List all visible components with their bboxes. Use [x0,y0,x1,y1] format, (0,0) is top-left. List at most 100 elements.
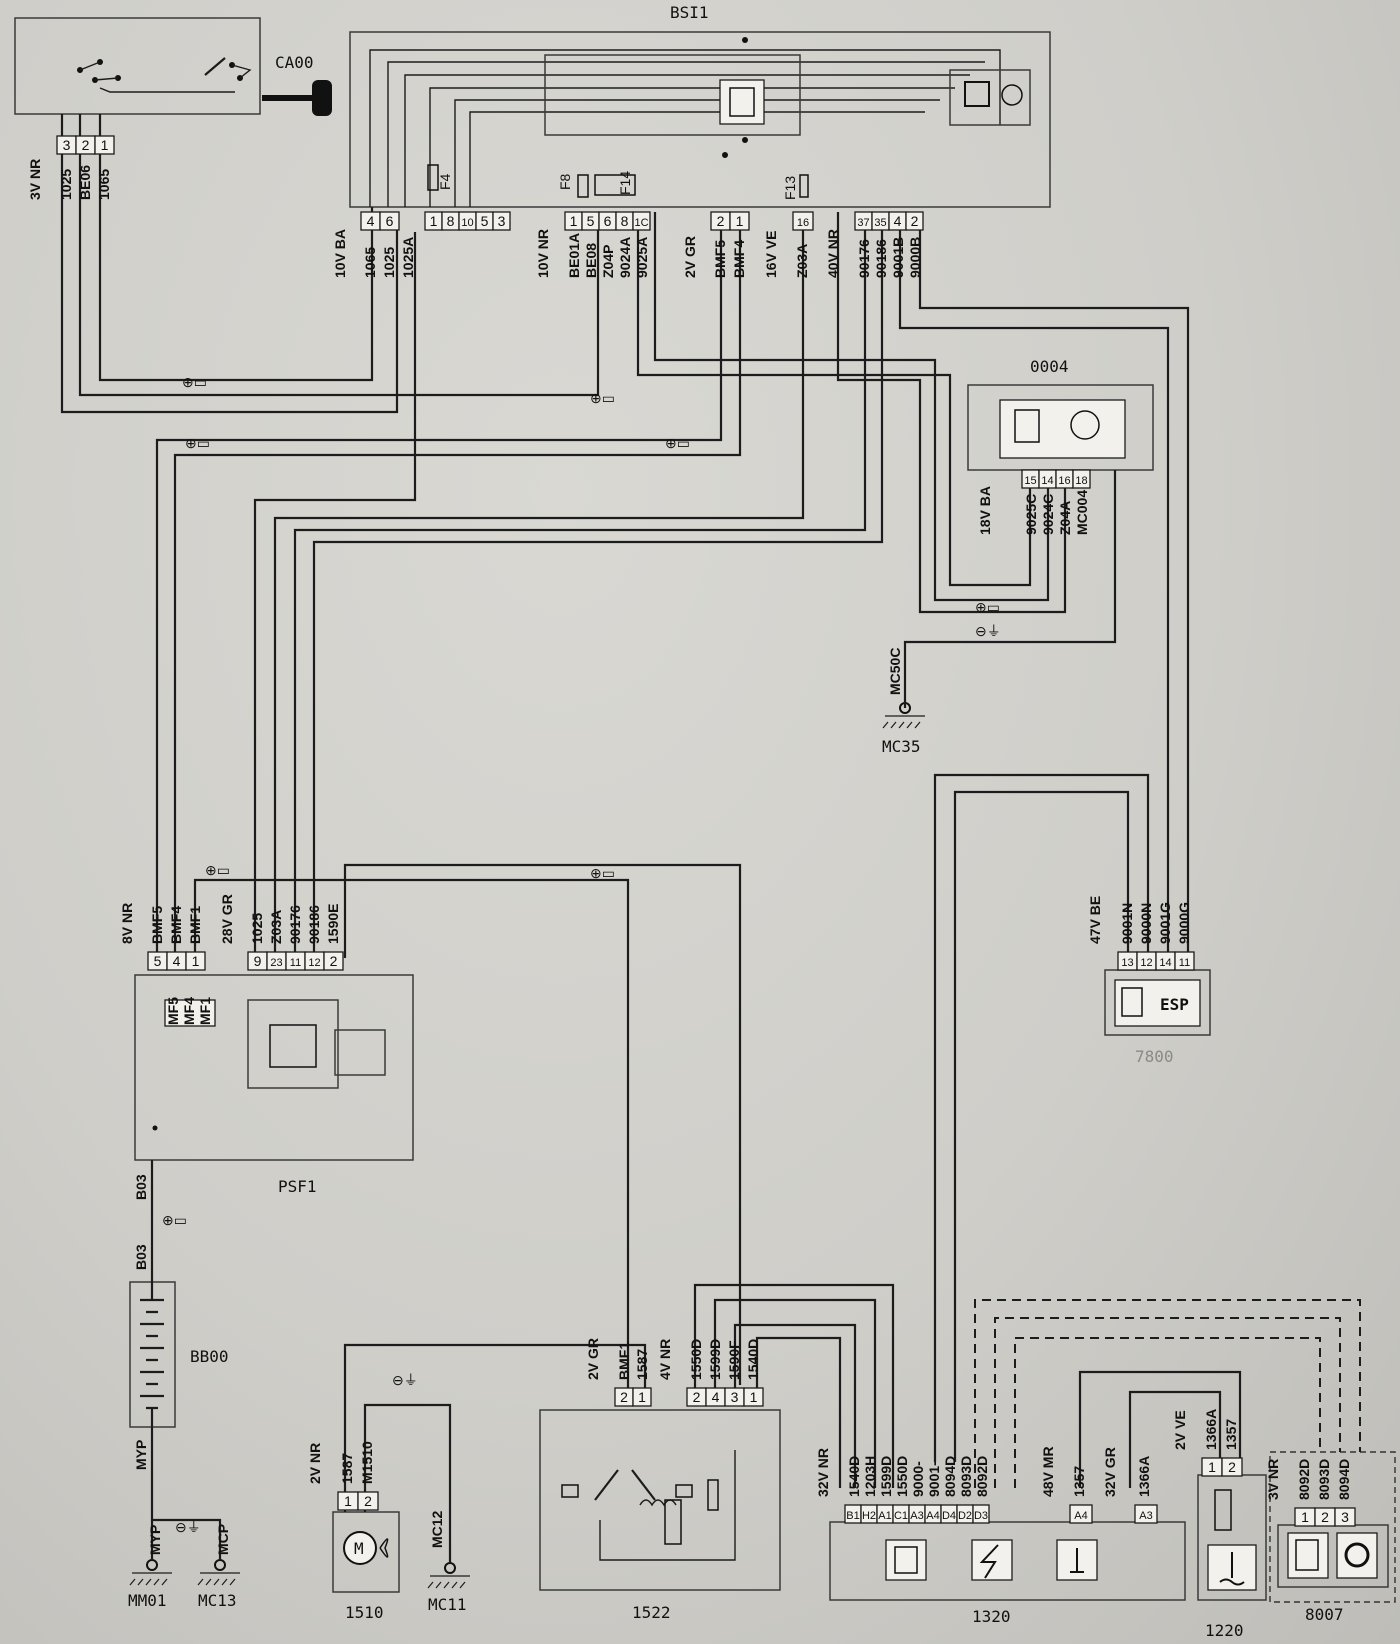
wire-label: 9000N [1138,903,1154,944]
psf-fuse-mf4: MF4 [181,997,197,1025]
connector-pin-number: 1C [634,217,648,229]
connector-pin-box [379,211,400,231]
connector-pin-number: 2 [1228,1459,1236,1475]
connector-pin-number: D2 [958,1510,972,1522]
fan-motor-label: 1510 [345,1603,384,1622]
connector-pin-box [743,1387,764,1407]
connector-pin-number: 8 [447,213,455,229]
connector-pin-box [323,951,344,971]
wire-label: BE08 [583,243,599,278]
wire-label: 1587 [339,1453,355,1484]
connector-pin-box [1072,469,1091,489]
ground-wire-mc50c: MC50C [887,648,903,695]
coolant-sensor-box [1197,1474,1267,1601]
connector-pin-number: D3 [974,1510,988,1522]
connector-title: 18V BA [977,486,993,535]
wire-label: 8094D [942,1456,958,1497]
connector-pin-number: 13 [1121,957,1133,969]
wire-label: BMF5 [712,240,728,278]
connector-title: 2V GR [585,1338,601,1380]
connector-pin-number: 3 [63,137,71,153]
ground-mc13 [197,1559,240,1586]
connector-pin-box [357,1491,379,1511]
connector-pin-number: 1 [430,213,438,229]
connector-pin-box [1069,1504,1093,1524]
connector-title: 2V NR [307,1443,323,1484]
connector-pin-number: A1 [878,1510,891,1522]
connector-pin-box [1334,1507,1356,1527]
connector-pin-number: 12 [308,957,320,969]
esp-unit-label: 7800 [1135,1047,1174,1066]
connector-title: 48V MR [1040,1446,1056,1497]
connector-pin-number: 1 [101,137,109,153]
wire-label: 90176 [287,905,303,944]
connector-pin-number: H2 [862,1510,876,1522]
connector-pin-number: A4 [926,1510,939,1522]
wire-label: 1025 [249,913,265,944]
connector-title: 47V BE [1087,896,1103,944]
psf-box [134,974,414,1161]
motor-letter: M [354,1539,364,1558]
battery-wire-top1: B03 [133,1174,149,1200]
battery-label: BB00 [190,1347,229,1366]
connector-pin-number: 5 [587,213,595,229]
connector-pin-number: 1 [750,1389,758,1405]
esp-unit-box [1104,969,1211,1036]
wire-label: M1510 [359,1441,375,1484]
connector-pin-box [185,951,206,971]
wire-label: BMF5 [149,906,165,944]
wire-label: 9025A [634,237,650,278]
connector-pin-number: 1 [192,953,200,969]
connector-pin-number: 10 [461,217,473,229]
plus-battery-tag: ⊕▭ [590,865,615,881]
connector-pin-number: 9 [254,953,262,969]
connector-pin-number: 12 [1140,957,1152,969]
wire-label: 9024C [1040,494,1056,535]
wire-label: 9024A [617,237,633,278]
battery-wire-top2: B03 [133,1244,149,1270]
wire-label: BE06 [77,165,93,200]
connector-pin-number: 4 [173,953,181,969]
ground-mc35-label: MC35 [882,737,921,756]
wire-label: 9001B [890,237,906,278]
connector-title: 10V NR [535,229,551,278]
wire-label: 8093D [1316,1459,1332,1500]
wire-label: Z04P [600,245,616,278]
wire-label: 1550D [894,1456,910,1497]
wire-label: 1599D [707,1339,723,1380]
ca00-label: CA00 [275,53,314,72]
minus-ground-tag: ⊖⏚ [175,1519,201,1535]
connector-pin-number: 11 [1179,957,1190,969]
svg-text:F14: F14 [617,171,633,195]
svg-text:F8: F8 [557,173,573,190]
connector-pin-number: 18 [1075,475,1087,487]
wire-label: BMF1 [616,1342,632,1380]
wire-label: 1065 [96,169,112,200]
wire-label: 90186 [873,239,889,278]
connector-pin-number: 2 [330,953,338,969]
wire-label: 8093D [958,1456,974,1497]
connector-title: 32V GR [1102,1447,1118,1497]
connector-pin-box [1221,1457,1243,1477]
psf-fuse-mf5: MF5 [165,997,181,1025]
connector-pin-number: 2 [1321,1509,1329,1525]
wire-label: 8092D [1296,1459,1312,1500]
wire-label: 1599D [878,1456,894,1497]
connector-pin-number: 1 [1208,1459,1216,1475]
psf-label: PSF1 [278,1177,317,1196]
connector-pin-number: 3 [731,1389,739,1405]
plus-battery-tag: ⊕▭ [162,1212,187,1228]
connector-pin-number: 5 [481,213,489,229]
unit-8007-label: 8007 [1305,1605,1344,1624]
wire-label: 1590F [726,1340,742,1380]
svg-text:F4: F4 [437,173,453,190]
